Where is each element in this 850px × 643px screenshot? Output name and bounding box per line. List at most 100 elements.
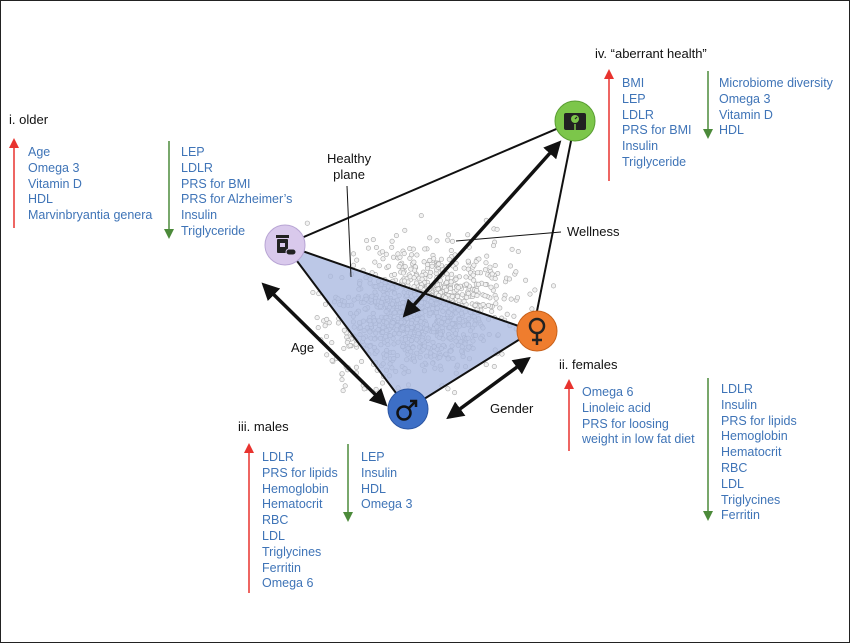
data-point [411, 259, 417, 265]
data-point [350, 262, 356, 268]
data-point [396, 263, 402, 269]
data-point [324, 352, 330, 358]
data-point [449, 271, 455, 277]
list-item: Hemoglobin [721, 429, 788, 444]
data-point [438, 256, 444, 262]
list-item: Insulin [622, 139, 659, 154]
list-item: weight in low fat diet [582, 432, 695, 447]
data-point [515, 249, 521, 255]
data-point [507, 263, 513, 269]
list-item: HDL [719, 123, 745, 138]
list-item: LEP [181, 145, 205, 159]
data-point [475, 270, 481, 276]
data-point [408, 266, 414, 272]
data-point [322, 301, 328, 307]
older-increased-list: Age Omega 3 Vitamin D HDL Marvinbryantia… [28, 145, 152, 224]
data-point [475, 281, 481, 287]
data-point [459, 292, 465, 298]
data-point [449, 238, 455, 244]
data-point [483, 260, 489, 266]
list-item: HDL [361, 481, 387, 496]
data-point [389, 244, 395, 250]
males-increased-list: LDLR PRS for lipids Hemoglobin Hematocri… [262, 450, 338, 592]
data-point [342, 383, 348, 389]
list-item: PRS for lipids [262, 465, 338, 480]
data-point [407, 246, 413, 252]
male-symbol-icon [396, 399, 418, 421]
older-title: i. older [9, 112, 49, 127]
list-item: Insulin [721, 397, 758, 412]
older-increase-arrow [9, 138, 19, 228]
data-point [365, 245, 371, 251]
data-point [314, 315, 320, 321]
data-point [389, 238, 395, 244]
list-item: PRS for BMI [622, 123, 692, 138]
data-point [532, 287, 538, 293]
data-point [370, 237, 376, 243]
data-point [445, 232, 451, 238]
data-point [471, 262, 477, 268]
data-point [418, 284, 424, 290]
list-item: Hematocrit [262, 497, 323, 512]
data-point [395, 251, 401, 257]
data-point [447, 285, 453, 291]
wellness-arrow [402, 140, 562, 318]
list-item: Omega 3 [719, 91, 771, 106]
data-point [455, 285, 461, 291]
data-point [383, 251, 389, 257]
data-point [455, 293, 461, 299]
data-point [482, 293, 488, 299]
data-point [527, 291, 533, 297]
data-point [310, 289, 316, 295]
age-arrow [261, 282, 388, 407]
data-point [414, 252, 420, 258]
healthy-plane-label: Healthy plane [327, 151, 372, 182]
gender-label: Gender [490, 401, 534, 416]
data-point [335, 320, 341, 326]
females-decrease-arrow [703, 378, 713, 521]
data-point [323, 333, 329, 339]
list-item: RBC [262, 513, 289, 528]
data-point [474, 292, 480, 298]
list-item: Insulin [361, 465, 398, 480]
aberrant-title: iv. “aberrant health” [595, 46, 707, 61]
aberrant-node [554, 100, 596, 142]
data-point [322, 323, 328, 329]
aberrant-increase-arrow [604, 69, 614, 181]
data-point [501, 296, 507, 302]
gender-arrow [446, 356, 531, 420]
list-item: LDLR [622, 107, 654, 122]
list-item: Omega 6 [262, 576, 314, 591]
age-label: Age [291, 340, 315, 355]
data-point [492, 276, 498, 282]
data-point [445, 275, 451, 281]
list-item: RBC [721, 460, 748, 475]
data-point [428, 269, 434, 275]
data-point [390, 254, 396, 260]
list-item: LDL [262, 528, 285, 543]
data-point [509, 246, 515, 252]
data-point [514, 295, 520, 301]
data-point [418, 213, 424, 219]
data-point [487, 264, 493, 270]
data-point [493, 283, 499, 289]
older-decreased-list: LEP LDLR PRS for BMI PRS for Alzheimer’s… [181, 145, 292, 240]
data-point [444, 279, 450, 285]
data-point [465, 290, 471, 296]
data-point [353, 364, 359, 370]
list-item: Ferritin [721, 508, 760, 523]
data-point [482, 267, 488, 273]
scale-icon [564, 113, 586, 130]
data-point [350, 251, 356, 257]
data-point [473, 287, 479, 293]
data-point [434, 238, 440, 244]
data-point [386, 263, 392, 269]
data-point [339, 377, 345, 383]
data-point [463, 281, 469, 287]
data-point [359, 358, 365, 364]
females-title: ii. females [559, 357, 618, 372]
data-point [364, 238, 370, 244]
list-item: Triglycines [721, 492, 781, 507]
data-point [488, 284, 494, 290]
